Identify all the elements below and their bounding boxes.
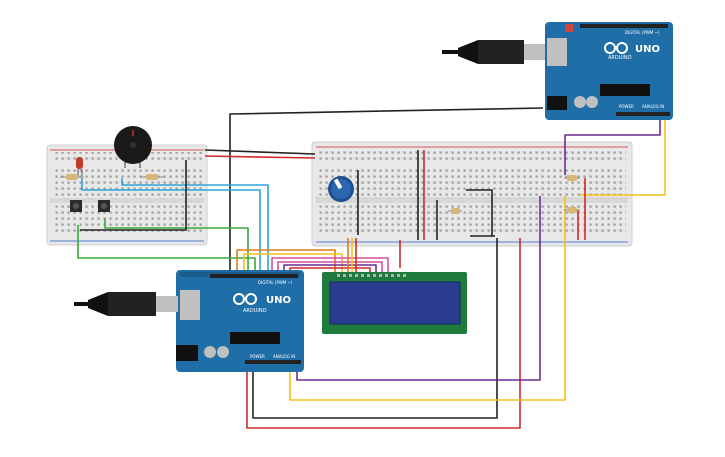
lcd-icon xyxy=(322,272,467,334)
wire-purple-long xyxy=(296,196,541,381)
wire-yellow-top xyxy=(580,118,666,196)
wire-blue-2 xyxy=(121,178,269,275)
board-power-label-lower: POWER xyxy=(250,354,265,359)
wire-green-1 xyxy=(77,225,256,275)
potentiometer-icon[interactable] xyxy=(328,176,354,202)
piezo-buzzer-icon[interactable] xyxy=(114,126,152,168)
arduino-logo-upper xyxy=(604,42,628,54)
board-digital-label-upper: DIGITAL (PWM ~) xyxy=(625,30,660,35)
resistor-icon xyxy=(60,174,164,180)
board-digital-label-lower: DIGITAL (PWM ~) xyxy=(258,280,293,285)
wire-black-bottom xyxy=(252,238,498,419)
arduino-uno-lower[interactable]: UNO ARDUINO DIGITAL (PWM ~) POWER ANALOG… xyxy=(176,270,304,372)
board-brand-upper: UNO xyxy=(635,44,660,55)
wire-blue-1 xyxy=(81,178,261,275)
board-analog-label-lower: ANALOG IN xyxy=(273,354,295,359)
wire-black-small xyxy=(80,160,187,231)
wire-green-2 xyxy=(104,218,249,275)
wire-black-gnd-top xyxy=(229,107,544,283)
usb-cable-icon-upper xyxy=(442,40,545,64)
led-icon[interactable] xyxy=(76,157,83,176)
board-maker-upper: ARDUINO xyxy=(608,55,632,61)
wire-red-bottom xyxy=(246,238,521,429)
arduino-logo-lower xyxy=(233,293,257,305)
pushbutton-icon[interactable] xyxy=(70,200,110,212)
wire-red-rail xyxy=(204,155,316,159)
board-maker-lower: ARDUINO xyxy=(243,308,267,314)
board-power-label-upper: POWER xyxy=(619,104,634,109)
wire-purple-top xyxy=(564,118,661,175)
wire-yellow-long xyxy=(289,196,566,401)
arduino-uno-upper[interactable]: UNO ARDUINO DIGITAL (PWM ~) POWER ANALOG… xyxy=(545,22,673,120)
breadboard-large xyxy=(311,141,633,247)
board-analog-label-upper: ANALOG IN xyxy=(642,104,664,109)
board-brand-lower: UNO xyxy=(266,295,291,306)
usb-cable-icon xyxy=(74,292,178,316)
resistor-large-board xyxy=(448,175,580,214)
wire-black-rail xyxy=(204,149,316,155)
wires xyxy=(77,107,666,429)
